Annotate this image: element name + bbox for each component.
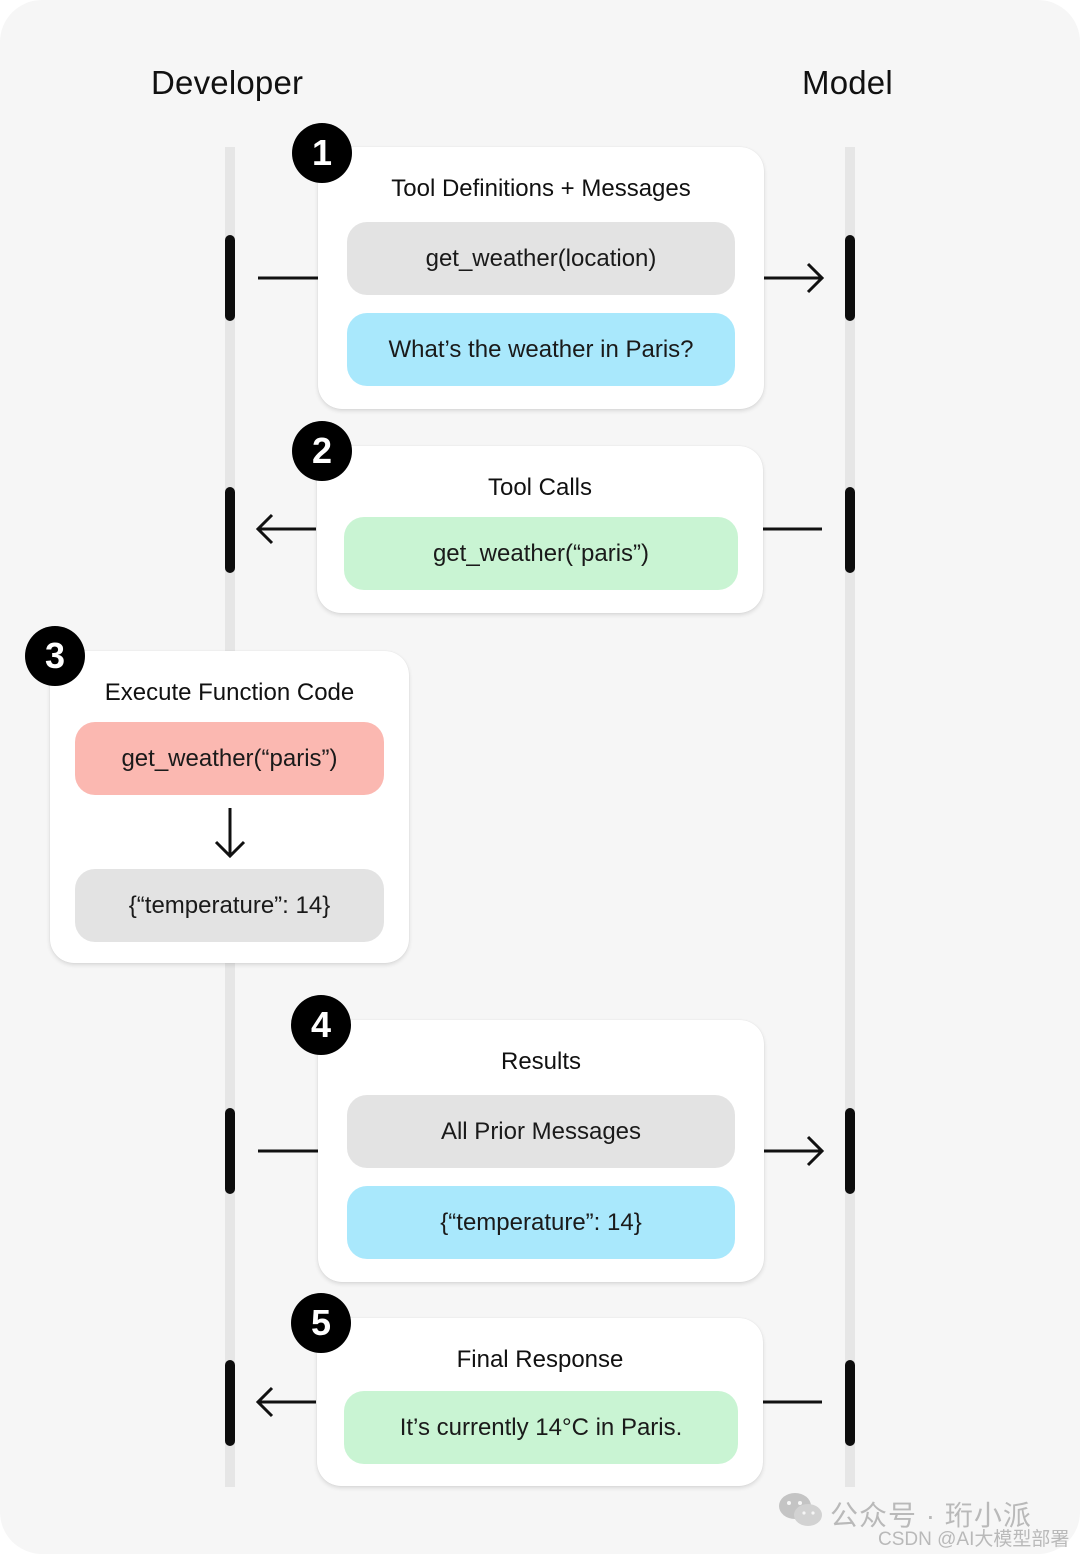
step1-badge: 1: [292, 123, 352, 183]
step3-down-arrow-icon: [214, 808, 246, 859]
developer-tick-5: [225, 1360, 235, 1446]
model-lane-title: Model: [802, 64, 893, 101]
developer-lane-title: Developer: [151, 64, 304, 101]
watermark-source: CSDN @AI大模型部署: [878, 1529, 1070, 1550]
developer-tick-2: [225, 487, 235, 573]
step1-left-connector: [258, 276, 318, 280]
step5-right-connector: [762, 1400, 822, 1404]
step4-result-pill: {“temperature”: 14}: [347, 1186, 735, 1259]
step3-badge: 3: [25, 626, 85, 686]
step1-right-arrow-icon: [764, 262, 825, 294]
step2-badge: 2: [292, 421, 352, 481]
step5-left-arrow-icon: [255, 1386, 316, 1418]
step5-response-pill: It’s currently 14°C in Paris.: [344, 1391, 738, 1464]
step1-user-message-pill: What’s the weather in Paris?: [347, 313, 735, 386]
step2-right-connector: [762, 527, 822, 531]
step4-prior-messages-pill: All Prior Messages: [347, 1095, 735, 1168]
wechat-icon: [779, 1493, 822, 1526]
model-tick-2: [845, 487, 855, 573]
step4-right-arrow-icon: [764, 1135, 825, 1167]
step5-badge: 5: [291, 1293, 351, 1353]
model-tick-4: [845, 1108, 855, 1194]
step3-result-pill: {“temperature”: 14}: [75, 869, 384, 942]
step3-function-call-pill: get_weather(“paris”): [75, 722, 384, 795]
step1-title: Tool Definitions + Messages: [391, 175, 691, 202]
step1-tool-definition-pill: get_weather(location): [347, 222, 735, 295]
step2-title: Tool Calls: [487, 474, 593, 501]
step3-title: Execute Function Code: [104, 679, 355, 706]
step4-left-connector: [258, 1149, 318, 1153]
developer-tick-4: [225, 1108, 235, 1194]
step4-card: Results All Prior Messages {“temperature…: [318, 1020, 764, 1282]
step4-title: Results: [500, 1048, 582, 1075]
step4-badge: 4: [291, 995, 351, 1055]
model-lifeline: [845, 147, 855, 1487]
watermark-account: 公众号 · 珩小派: [830, 1500, 1032, 1531]
step5-title: Final Response: [456, 1346, 624, 1373]
step2-card: Tool Calls get_weather(“paris”): [317, 446, 763, 613]
step1-card: Tool Definitions + Messages get_weather(…: [318, 147, 764, 409]
step2-tool-call-pill: get_weather(“paris”): [344, 517, 738, 590]
step3-card: Execute Function Code get_weather(“paris…: [50, 651, 409, 963]
model-tick-5: [845, 1360, 855, 1446]
step5-card: Final Response It’s currently 14°C in Pa…: [317, 1318, 763, 1486]
step2-left-arrow-icon: [255, 513, 316, 545]
developer-tick-1: [225, 235, 235, 321]
model-tick-1: [845, 235, 855, 321]
